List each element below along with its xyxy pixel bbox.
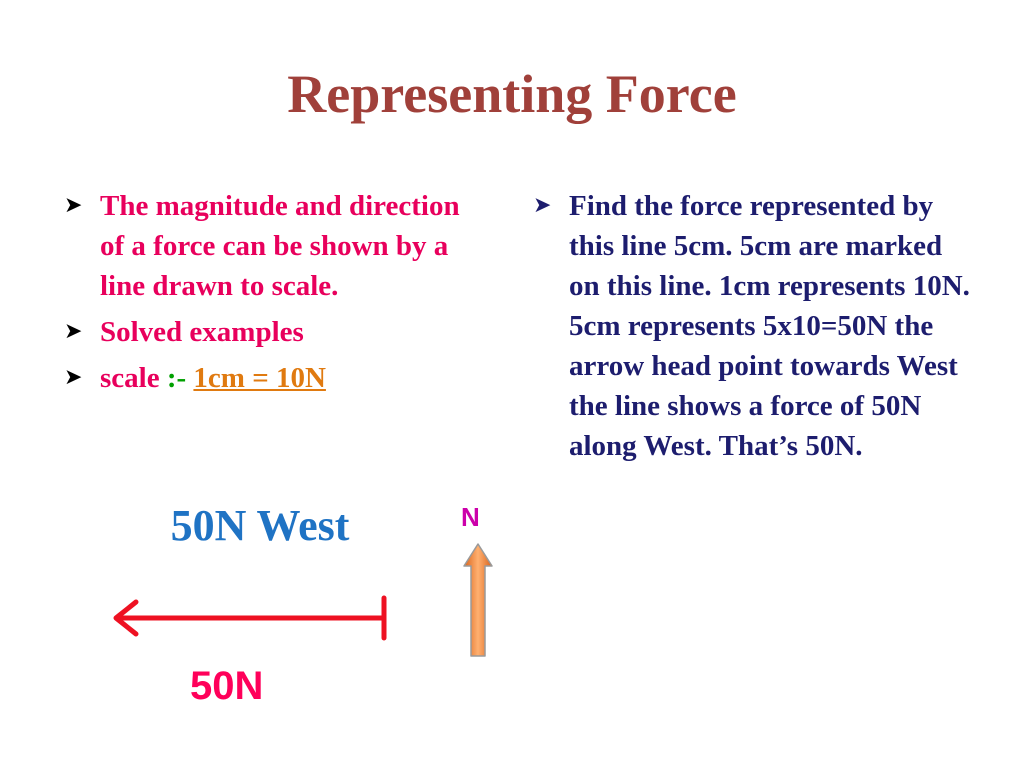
arrow-bullet-icon: ➤	[64, 193, 83, 218]
north-arrow-icon	[463, 543, 493, 657]
list-item-scale: ➤ scale :- 1cm = 10N	[64, 358, 484, 398]
arrow-bullet-icon: ➤	[533, 193, 552, 218]
left-bullet-list: ➤ The magnitude and direction of a force…	[64, 186, 484, 404]
bullet-text: Solved examples	[100, 316, 304, 348]
scale-separator: :-	[166, 362, 194, 394]
force-label: 50N West	[170, 501, 350, 550]
slide-title: Representing Force	[287, 64, 737, 124]
right-bullet-list: ➤ Find the force represented by this lin…	[533, 186, 973, 472]
arrow-bullet-icon: ➤	[64, 365, 83, 390]
bullet-text: Find the force represented by this line …	[569, 190, 970, 462]
arrow-bullet-icon: ➤	[64, 319, 83, 344]
scale-value: 1cm = 10N	[193, 362, 326, 394]
bottom-force-label: 50N	[190, 664, 264, 708]
scale-label: scale	[100, 362, 167, 394]
list-item: ➤ Solved examples	[64, 312, 484, 352]
list-item: ➤ Find the force represented by this lin…	[533, 186, 973, 466]
bullet-text: The magnitude and direction of a force c…	[100, 190, 460, 302]
north-label: N	[461, 502, 480, 532]
west-arrow-icon	[113, 595, 387, 641]
list-item: ➤ The magnitude and direction of a force…	[64, 186, 484, 306]
